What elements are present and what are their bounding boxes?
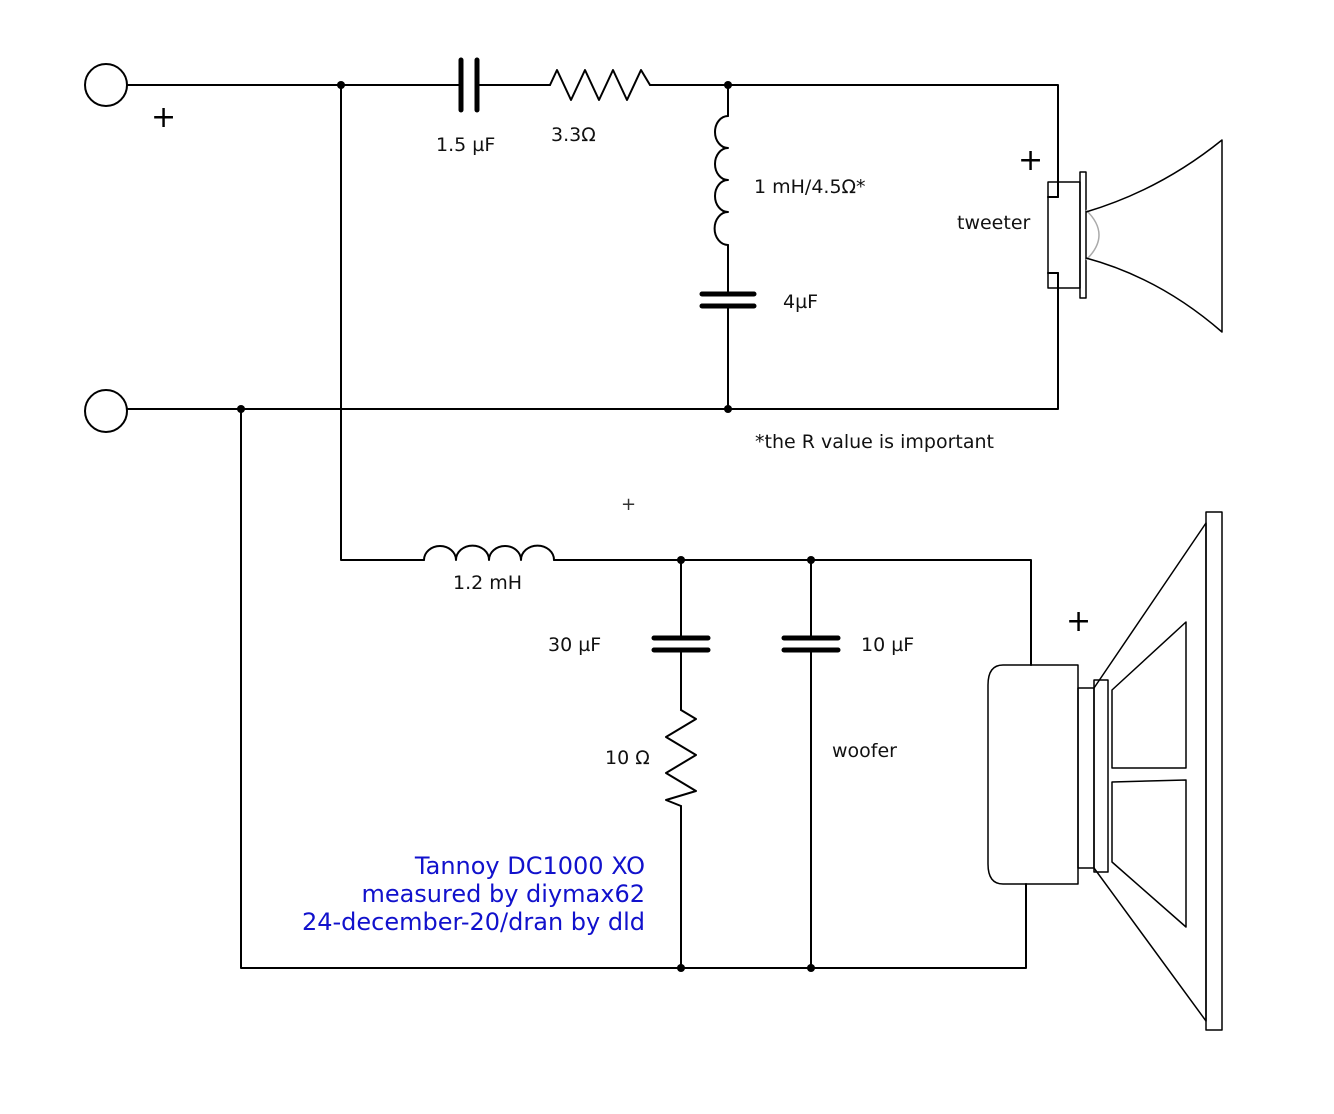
junction-dot [724, 81, 732, 89]
tweeter-driver-symbol [1047, 139, 1223, 333]
resistor-3-3ohm [549, 69, 651, 101]
inductor-1mH [713, 115, 729, 246]
credit-line-1: Tannoy DC1000 XO [414, 852, 645, 880]
capacitor-1-5uF-label: 1.5 µF [436, 134, 495, 156]
resistor-10ohm [665, 709, 697, 807]
resistor-3-3ohm-label: 3.3Ω [551, 124, 596, 146]
capacitor-4uF-label: 4µF [783, 291, 818, 313]
junction-dot [677, 556, 685, 564]
junction-dot [724, 405, 732, 413]
inductor-1-2mH [423, 544, 555, 561]
resistor-10ohm-label: 10 Ω [605, 747, 650, 769]
junction-dot [807, 964, 815, 972]
capacitor-30uF-label: 30 µF [548, 634, 601, 656]
capacitor-10uF-label: 10 µF [861, 634, 914, 656]
wire-tweeter-return [126, 272, 1059, 410]
input-polarity-mark: + [151, 100, 176, 135]
input-terminal-positive [84, 63, 128, 107]
capacitor-10uF [781, 635, 841, 653]
capacitor-4uF [699, 291, 757, 309]
inductor-1-2mH-label: 1.2 mH [453, 572, 522, 594]
woofer-driver-symbol [987, 511, 1223, 1031]
wire-woofer-return [240, 408, 1027, 969]
inductor-1mH-label: 1 mH/4.5Ω* [754, 176, 866, 198]
footnote-text: *the R value is important [755, 431, 994, 453]
credit-line-2: measured by diymax62 [361, 880, 645, 908]
capacitor-30uF [651, 635, 711, 653]
wire-woofer-inductor-out [553, 559, 1032, 666]
junction-dot [807, 556, 815, 564]
stray-plus-marker: + [621, 494, 636, 515]
credit-line-3: 24-december-20/dran by dld [302, 908, 645, 936]
capacitor-1-5uF [458, 57, 480, 113]
wire-woofer-feed [340, 84, 425, 561]
wire-resistor-to-node [649, 84, 1059, 198]
woofer-label: woofer [832, 740, 897, 762]
tweeter-label: tweeter [957, 212, 1031, 234]
input-terminal-negative [84, 389, 128, 433]
woofer-polarity-mark: + [1066, 604, 1091, 639]
tweeter-polarity-mark: + [1018, 143, 1043, 178]
junction-dot [677, 964, 685, 972]
